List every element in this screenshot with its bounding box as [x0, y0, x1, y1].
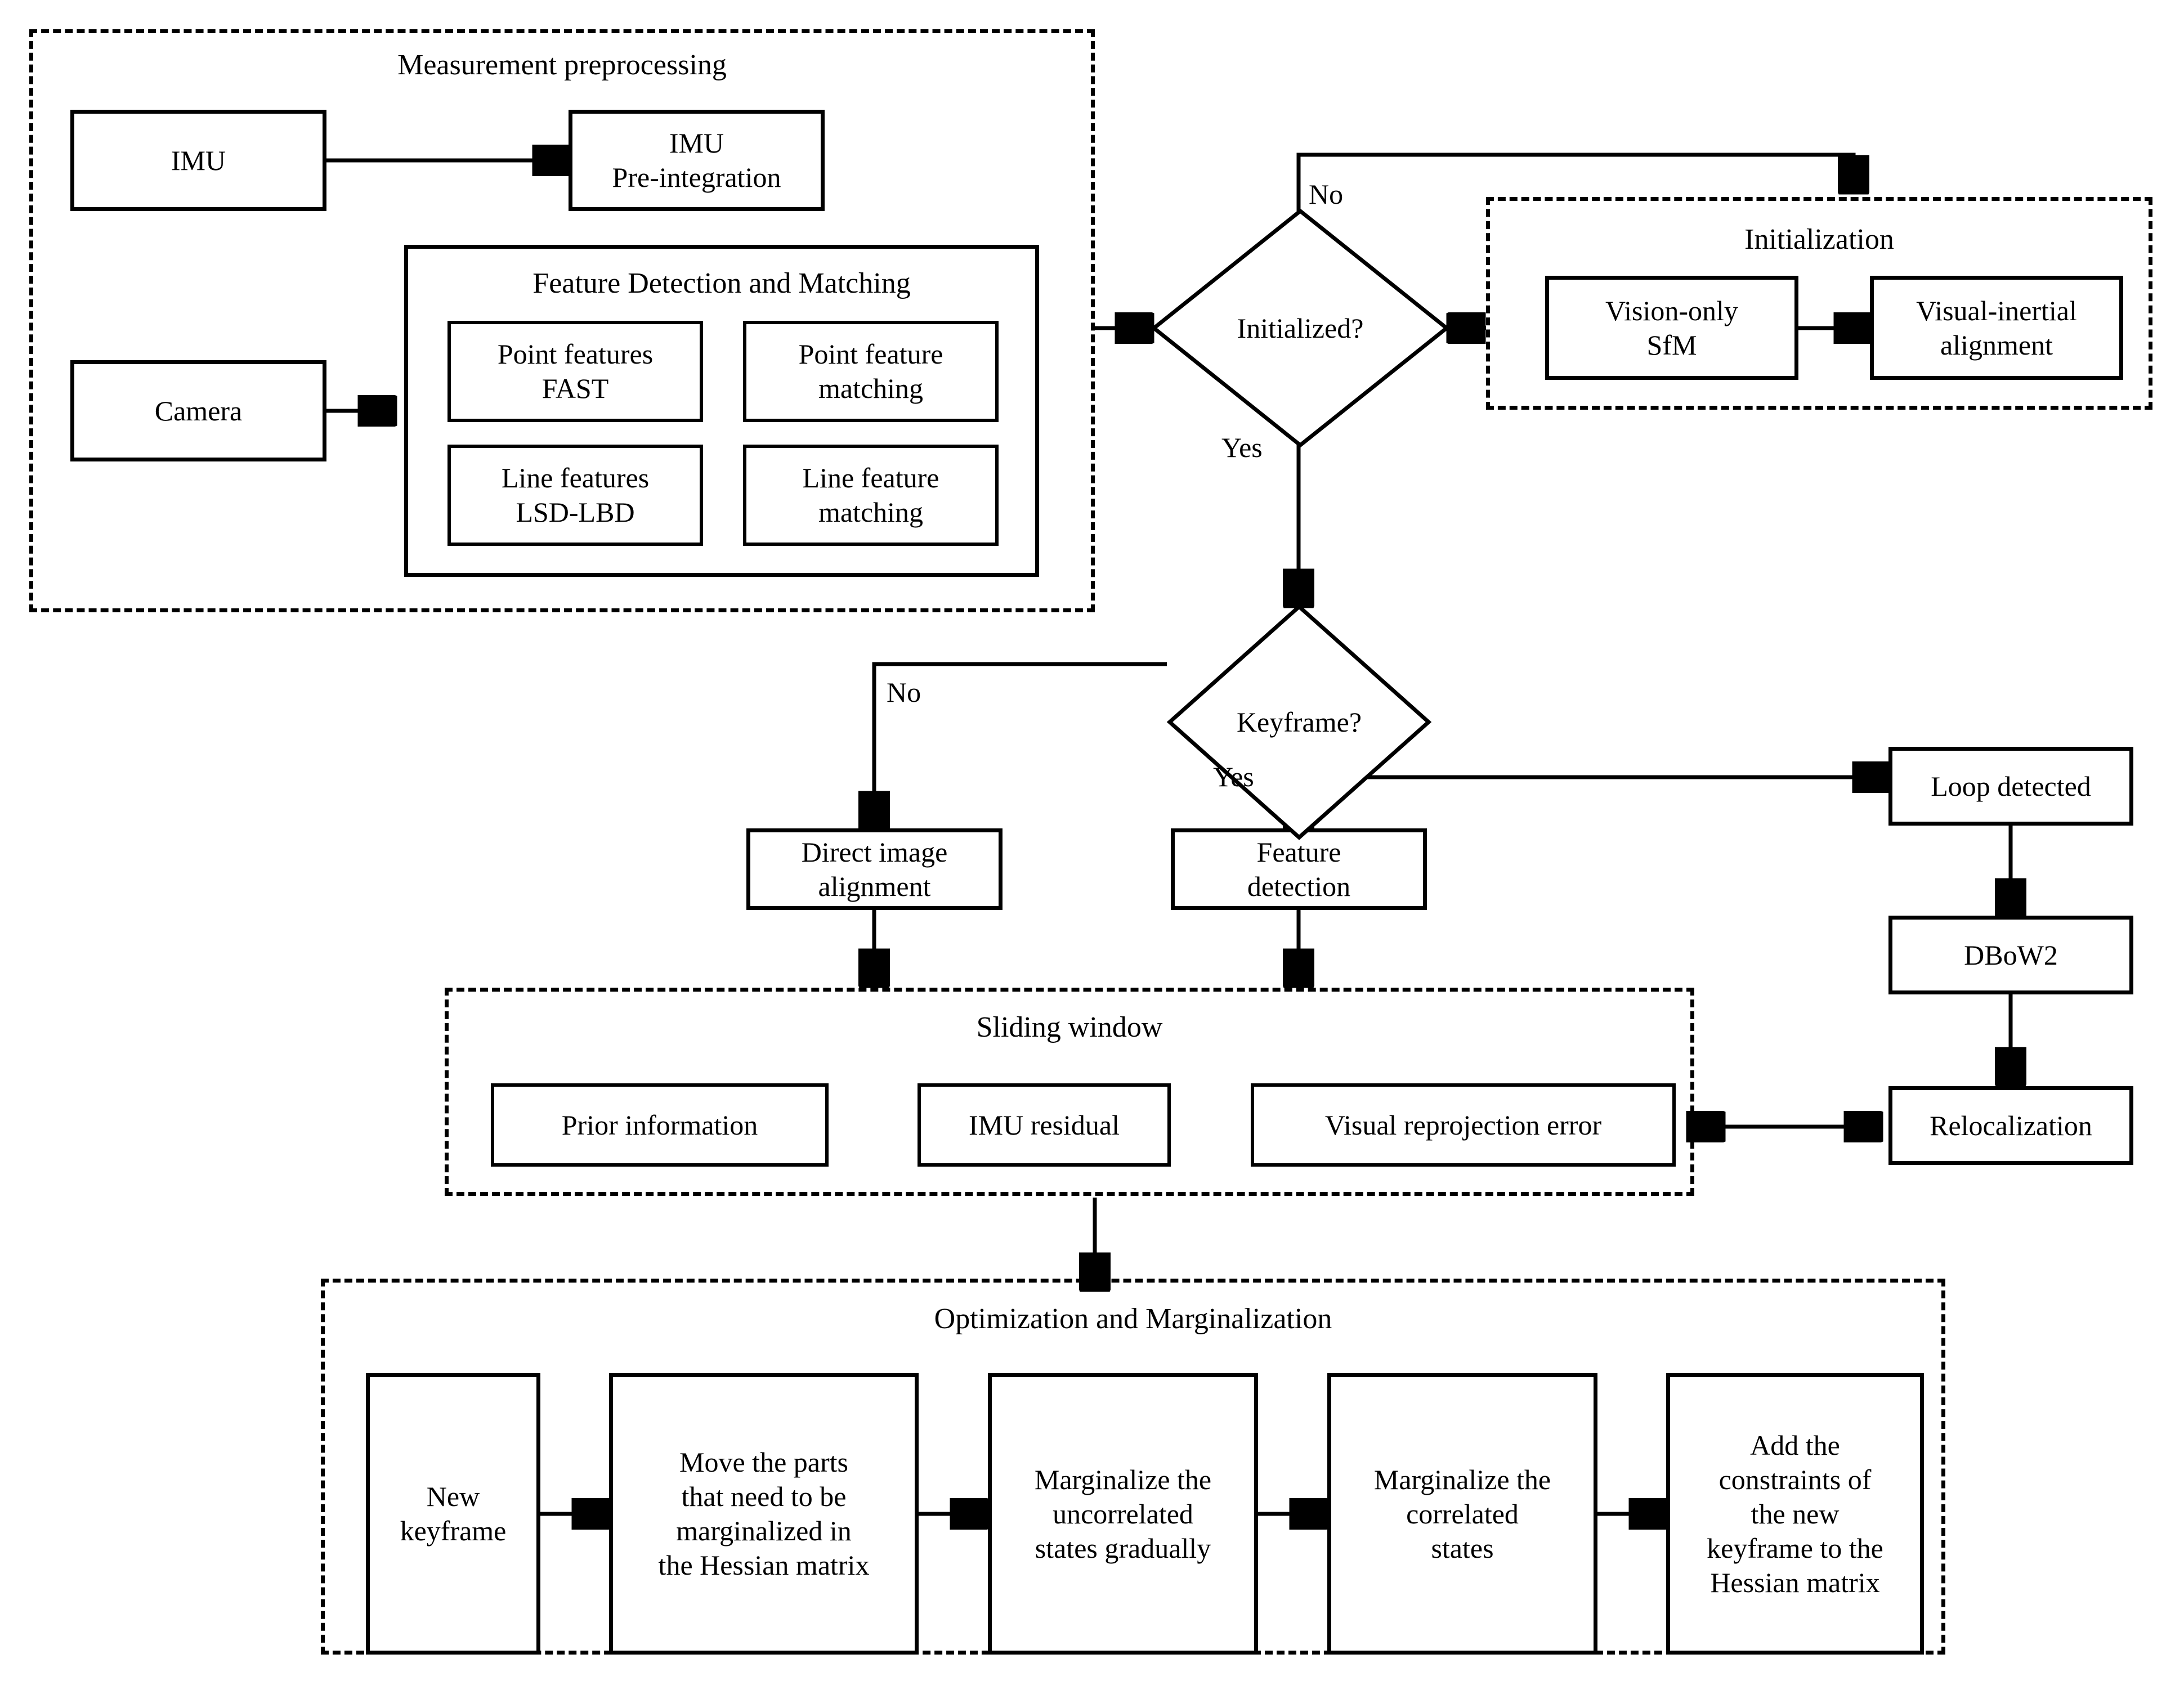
- node-direct-image-alignment[interactable]: Direct image alignment: [746, 828, 1003, 910]
- decision-initialized-label: Initialized?: [1237, 312, 1364, 344]
- node-marginalize-uncorrelated-states[interactable]: Marginalize the uncorrelated states grad…: [988, 1373, 1258, 1655]
- node-marg-correlated-line2: correlated: [1406, 1498, 1519, 1530]
- node-visual-reprojection-error-label: Visual reprojection error: [1324, 1109, 1602, 1141]
- node-visual-inertial-alignment-line2: alignment: [1940, 329, 2053, 361]
- caption-optimization-marginalization: Optimization and Marginalization: [934, 1303, 1332, 1335]
- node-visual-inertial-alignment[interactable]: Visual-inertial alignment: [1870, 276, 2123, 380]
- node-prior-information-label: Prior information: [561, 1109, 758, 1141]
- node-line-matching-line2: matching: [818, 496, 924, 528]
- node-point-matching-line1: Point feature: [798, 338, 943, 370]
- caption-initialization: Initialization: [1744, 223, 1894, 255]
- node-feature-detection[interactable]: Feature detection: [1171, 828, 1427, 910]
- node-vision-only-sfm-line2: SfM: [1646, 329, 1697, 361]
- node-marginalize-correlated-states[interactable]: Marginalize the correlated states: [1327, 1373, 1597, 1655]
- node-visual-inertial-alignment-line1: Visual-inertial: [1916, 294, 2077, 326]
- node-new-keyframe-line2: keyframe: [400, 1515, 507, 1546]
- node-move-parts-line1: Move the parts: [679, 1446, 848, 1478]
- node-point-feature-matching[interactable]: Point feature matching: [743, 321, 999, 422]
- node-add-constraints-new-keyframe[interactable]: Add the constraints of the new keyframe …: [1666, 1373, 1924, 1655]
- node-new-keyframe[interactable]: New keyframe: [366, 1373, 540, 1655]
- node-feature-detection-line2: detection: [1247, 870, 1351, 902]
- node-loop-detected[interactable]: Loop detected: [1888, 747, 2133, 826]
- node-direct-image-alignment-line2: alignment: [818, 870, 931, 902]
- edge-label-initialized-no: No: [1309, 178, 1344, 210]
- node-line-feature-matching[interactable]: Line feature matching: [743, 445, 999, 546]
- node-marg-uncorrelated-line1: Marginalize the: [1034, 1463, 1212, 1495]
- node-loop-detected-label: Loop detected: [1931, 770, 2091, 802]
- node-add-constraints-line1: Add the: [1750, 1429, 1840, 1461]
- node-imu-preintegration-line1: IMU: [669, 127, 724, 159]
- node-marg-uncorrelated-line3: states gradually: [1035, 1532, 1211, 1564]
- node-move-parts-line3: marginalized in: [676, 1515, 852, 1546]
- node-dbow2[interactable]: DBoW2: [1888, 916, 2133, 994]
- node-imu-residual[interactable]: IMU residual: [918, 1083, 1171, 1167]
- node-camera[interactable]: Camera: [70, 360, 326, 461]
- node-new-keyframe-line1: New: [426, 1481, 480, 1512]
- node-imu-preintegration[interactable]: IMU Pre-integration: [569, 110, 825, 211]
- node-move-parts-line4: the Hessian matrix: [658, 1549, 870, 1581]
- node-relocalization-label: Relocalization: [1930, 1109, 2092, 1141]
- node-feature-detection-line1: Feature: [1256, 836, 1341, 868]
- decision-keyframe[interactable]: Keyframe?: [1166, 604, 1432, 840]
- node-add-constraints-line2: constraints of: [1718, 1463, 1872, 1495]
- node-add-constraints-line5: Hessian matrix: [1710, 1566, 1880, 1598]
- node-prior-information[interactable]: Prior information: [491, 1083, 829, 1167]
- node-vision-only-sfm-line1: Vision-only: [1605, 294, 1738, 326]
- edge-label-keyframe-no: No: [887, 676, 921, 708]
- node-point-features-fast[interactable]: Point features FAST: [447, 321, 703, 422]
- decision-keyframe-label: Keyframe?: [1236, 706, 1362, 738]
- node-line-matching-line1: Line feature: [802, 462, 939, 494]
- caption-measurement-preprocessing: Measurement preprocessing: [397, 49, 727, 81]
- caption-feature-detection-and-matching: Feature Detection and Matching: [532, 267, 911, 299]
- node-camera-label: Camera: [154, 395, 243, 427]
- node-marg-uncorrelated-line2: uncorrelated: [1053, 1498, 1193, 1530]
- edge-label-initialized-yes: Yes: [1221, 432, 1263, 463]
- node-move-parts-line2: that need to be: [681, 1481, 847, 1512]
- node-imu-preintegration-line2: Pre-integration: [612, 162, 781, 193]
- node-add-constraints-line4: keyframe to the: [1707, 1532, 1883, 1564]
- node-point-matching-line2: matching: [818, 373, 924, 404]
- node-add-constraints-line3: the new: [1751, 1498, 1840, 1530]
- node-direct-image-alignment-line1: Direct image: [801, 836, 948, 868]
- edge-label-keyframe-yes: Yes: [1213, 761, 1254, 792]
- node-marg-correlated-line1: Marginalize the: [1373, 1463, 1551, 1495]
- node-point-features-line1: Point features: [497, 338, 654, 370]
- node-imu[interactable]: IMU: [70, 110, 326, 211]
- node-line-features-line2: LSD-LBD: [516, 496, 635, 528]
- node-move-parts-to-marginalize[interactable]: Move the parts that need to be marginali…: [609, 1373, 919, 1655]
- node-marg-correlated-line3: states: [1431, 1532, 1494, 1564]
- node-point-features-line2: FAST: [541, 373, 609, 404]
- node-dbow2-label: DBoW2: [1964, 939, 2058, 971]
- node-line-features-line1: Line features: [501, 462, 650, 494]
- decision-initialized[interactable]: Initialized?: [1151, 208, 1450, 448]
- node-vision-only-sfm[interactable]: Vision-only SfM: [1545, 276, 1798, 380]
- node-line-features-lsd-lbd[interactable]: Line features LSD-LBD: [447, 445, 703, 546]
- group-sliding-window: [445, 988, 1694, 1196]
- node-imu-residual-label: IMU residual: [969, 1109, 1120, 1141]
- caption-sliding-window: Sliding window: [976, 1011, 1163, 1043]
- group-measurement-preprocessing: [29, 29, 1095, 612]
- node-imu-label: IMU: [171, 144, 226, 176]
- node-relocalization[interactable]: Relocalization: [1888, 1086, 2133, 1165]
- group-initialization: [1486, 197, 2152, 410]
- node-visual-reprojection-error[interactable]: Visual reprojection error: [1251, 1083, 1676, 1167]
